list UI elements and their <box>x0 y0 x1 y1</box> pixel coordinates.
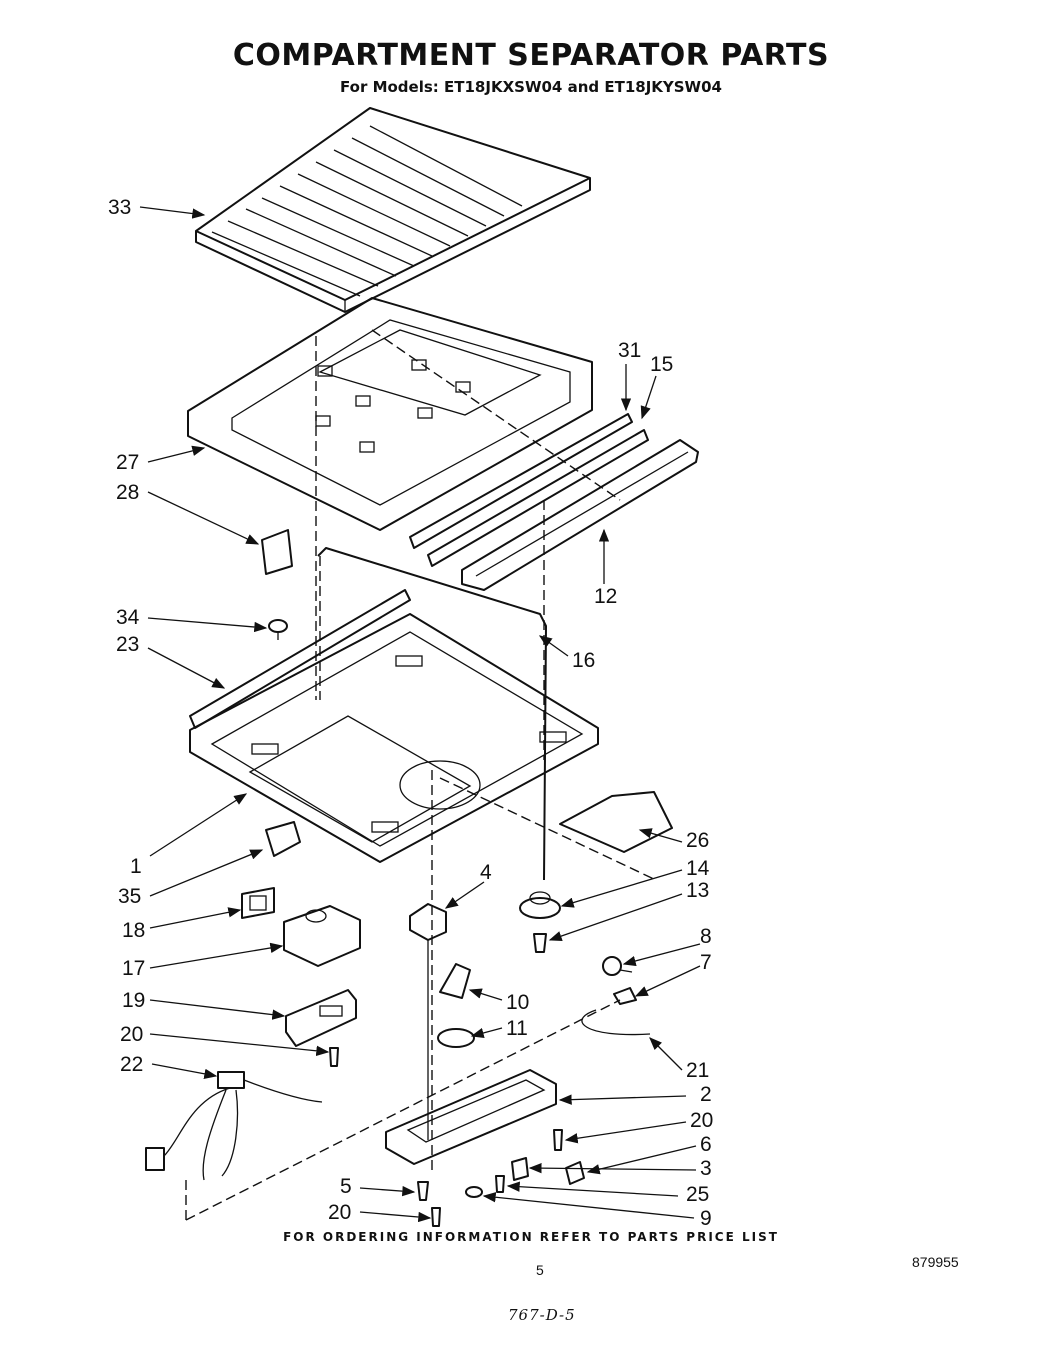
callout-2: 2 <box>700 1083 712 1106</box>
callout-23: 23 <box>116 633 140 656</box>
part-10-switch-drawing <box>439 963 471 999</box>
callout-17: 17 <box>122 957 146 980</box>
callout-19: 19 <box>122 989 146 1012</box>
callout-20-left: 20 <box>120 1023 144 1046</box>
callout-20-bottom: 20 <box>328 1201 352 1224</box>
part-26-pad-drawing <box>559 791 673 853</box>
callout-22: 22 <box>120 1053 144 1076</box>
assembly-dashed-lines <box>185 329 657 1224</box>
callout-1: 1 <box>130 855 142 878</box>
part-19-control-drawing <box>285 989 357 1047</box>
part-4-bracket-drawing <box>409 903 447 1140</box>
part-23-strip-drawing <box>189 589 411 729</box>
callout-31: 31 <box>618 339 642 362</box>
callout-4: 4 <box>480 861 492 884</box>
part-18-cover-drawing <box>241 887 275 919</box>
part-31-rail-drawing <box>409 413 633 549</box>
part-33-shelf-drawing <box>195 107 591 313</box>
part-12-trim-drawing <box>461 439 699 591</box>
callout-10: 10 <box>506 991 530 1014</box>
document-number: 879955 <box>912 1254 959 1270</box>
part-8-bulb-drawing <box>602 956 633 976</box>
model-subtitle: For Models: ET18JKXSW04 and ET18JKYSW04 <box>340 78 722 96</box>
callout-26: 26 <box>686 829 710 852</box>
callout-28: 28 <box>116 481 140 504</box>
callout-35: 35 <box>118 885 142 908</box>
part-5-screw-drawing <box>417 1181 429 1201</box>
part-35-clip-drawing <box>265 821 301 857</box>
callout-27: 27 <box>116 451 140 474</box>
callout-13: 13 <box>686 879 710 902</box>
callout-6: 6 <box>700 1133 712 1156</box>
part-25-screw-drawing <box>495 1175 505 1193</box>
part-11-knob-drawing <box>437 1028 475 1048</box>
part-13-screw-drawing <box>533 933 547 953</box>
callout-18: 18 <box>122 919 146 942</box>
part-6-connector-drawing <box>565 1161 585 1185</box>
callout-33: 33 <box>108 196 132 219</box>
callout-15: 15 <box>650 353 674 376</box>
handwritten-code: 767-D-5 <box>508 1306 576 1324</box>
part-2-housing-drawing <box>385 1069 557 1165</box>
part-16-rod-drawing <box>317 547 547 881</box>
callout-11: 11 <box>506 1017 528 1040</box>
callout-5: 5 <box>340 1175 352 1198</box>
page-number: 5 <box>536 1262 544 1278</box>
callout-9: 9 <box>700 1207 712 1230</box>
part-28-block-drawing <box>261 529 293 575</box>
part-34-fastener-drawing <box>268 619 288 640</box>
part-1-divider-drawing <box>189 613 599 863</box>
callout-14: 14 <box>686 857 710 880</box>
part-17-housing-drawing <box>283 905 361 967</box>
part-27-frame-drawing <box>187 297 593 531</box>
part-3-fitting-drawing <box>511 1157 529 1181</box>
page-title: COMPARTMENT SEPARATOR PARTS <box>232 38 830 73</box>
part-22-harness-drawing <box>145 1071 323 1181</box>
callout-25: 25 <box>686 1183 710 1206</box>
part-20-screw-drawing <box>329 1047 563 1227</box>
ordering-note: FOR ORDERING INFORMATION REFER TO PARTS … <box>283 1230 779 1244</box>
callout-7: 7 <box>700 951 712 974</box>
leader-lines <box>139 206 701 1223</box>
part-9-washer-drawing <box>465 1186 483 1198</box>
part-15-rail-drawing <box>427 429 649 567</box>
part-21-wire-drawing <box>581 1009 651 1036</box>
callout-21: 21 <box>686 1059 710 1082</box>
callout-16: 16 <box>572 649 596 672</box>
callout-12: 12 <box>594 585 618 608</box>
part-14-cap-drawing <box>519 891 561 919</box>
callout-8: 8 <box>700 925 712 948</box>
callout-34: 34 <box>116 606 140 629</box>
callout-3: 3 <box>700 1157 712 1180</box>
callout-20-right: 20 <box>690 1109 714 1132</box>
